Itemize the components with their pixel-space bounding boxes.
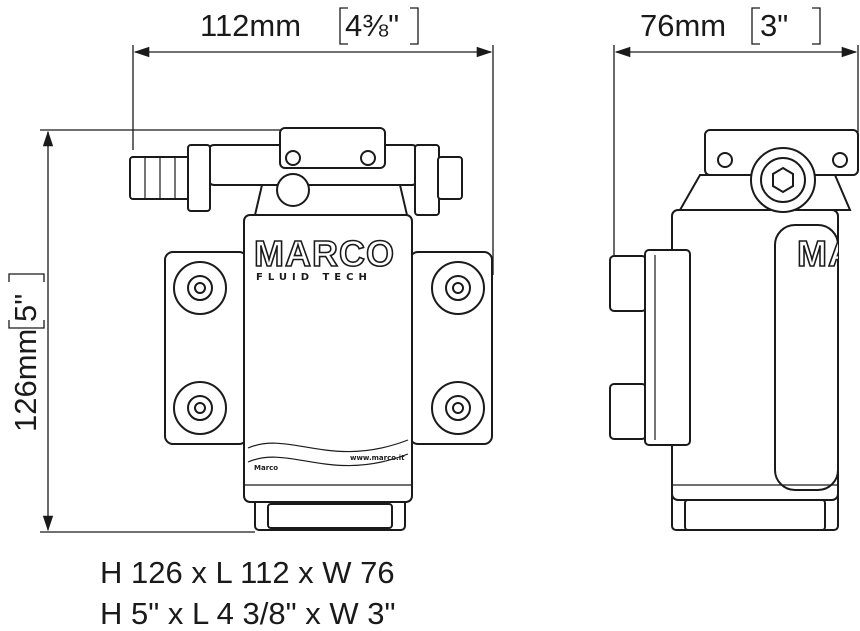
svg-text:www.marco.it: www.marco.it <box>350 454 405 462</box>
side-width-dimension: 76mm 3" <box>613 7 859 255</box>
svg-text:FLUID TECH: FLUID TECH <box>256 272 372 283</box>
caption-imperial: H 5" x L 4 3/8" x W 3" <box>100 596 395 631</box>
mount-hole-icon <box>173 261 485 435</box>
svg-text:MARCO: MARCO <box>797 233 860 274</box>
side-width-metric: 76mm <box>640 8 726 43</box>
outlet-fitting <box>437 156 463 200</box>
height-metric: 126mm <box>8 329 43 432</box>
height-imperial: 5" <box>8 294 43 322</box>
brand-logo: MARCO <box>254 233 395 274</box>
svg-text:Marco: Marco <box>254 464 278 472</box>
caption-metric: H 126 x L 112 x W 76 <box>100 555 395 590</box>
pump-side-view: MARCO <box>609 129 860 531</box>
height-dimension: 126mm 5" <box>8 129 285 533</box>
side-mount-bracket <box>644 249 691 446</box>
front-width-imperial: 4⅜" <box>345 8 399 43</box>
front-width-metric: 112mm <box>200 8 301 43</box>
side-width-imperial: 3" <box>760 8 788 43</box>
front-width-dimension: 112mm 4⅜" <box>132 7 494 275</box>
pump-front-view: MARCO FLUID TECH Marco www.marco.it <box>129 127 493 531</box>
